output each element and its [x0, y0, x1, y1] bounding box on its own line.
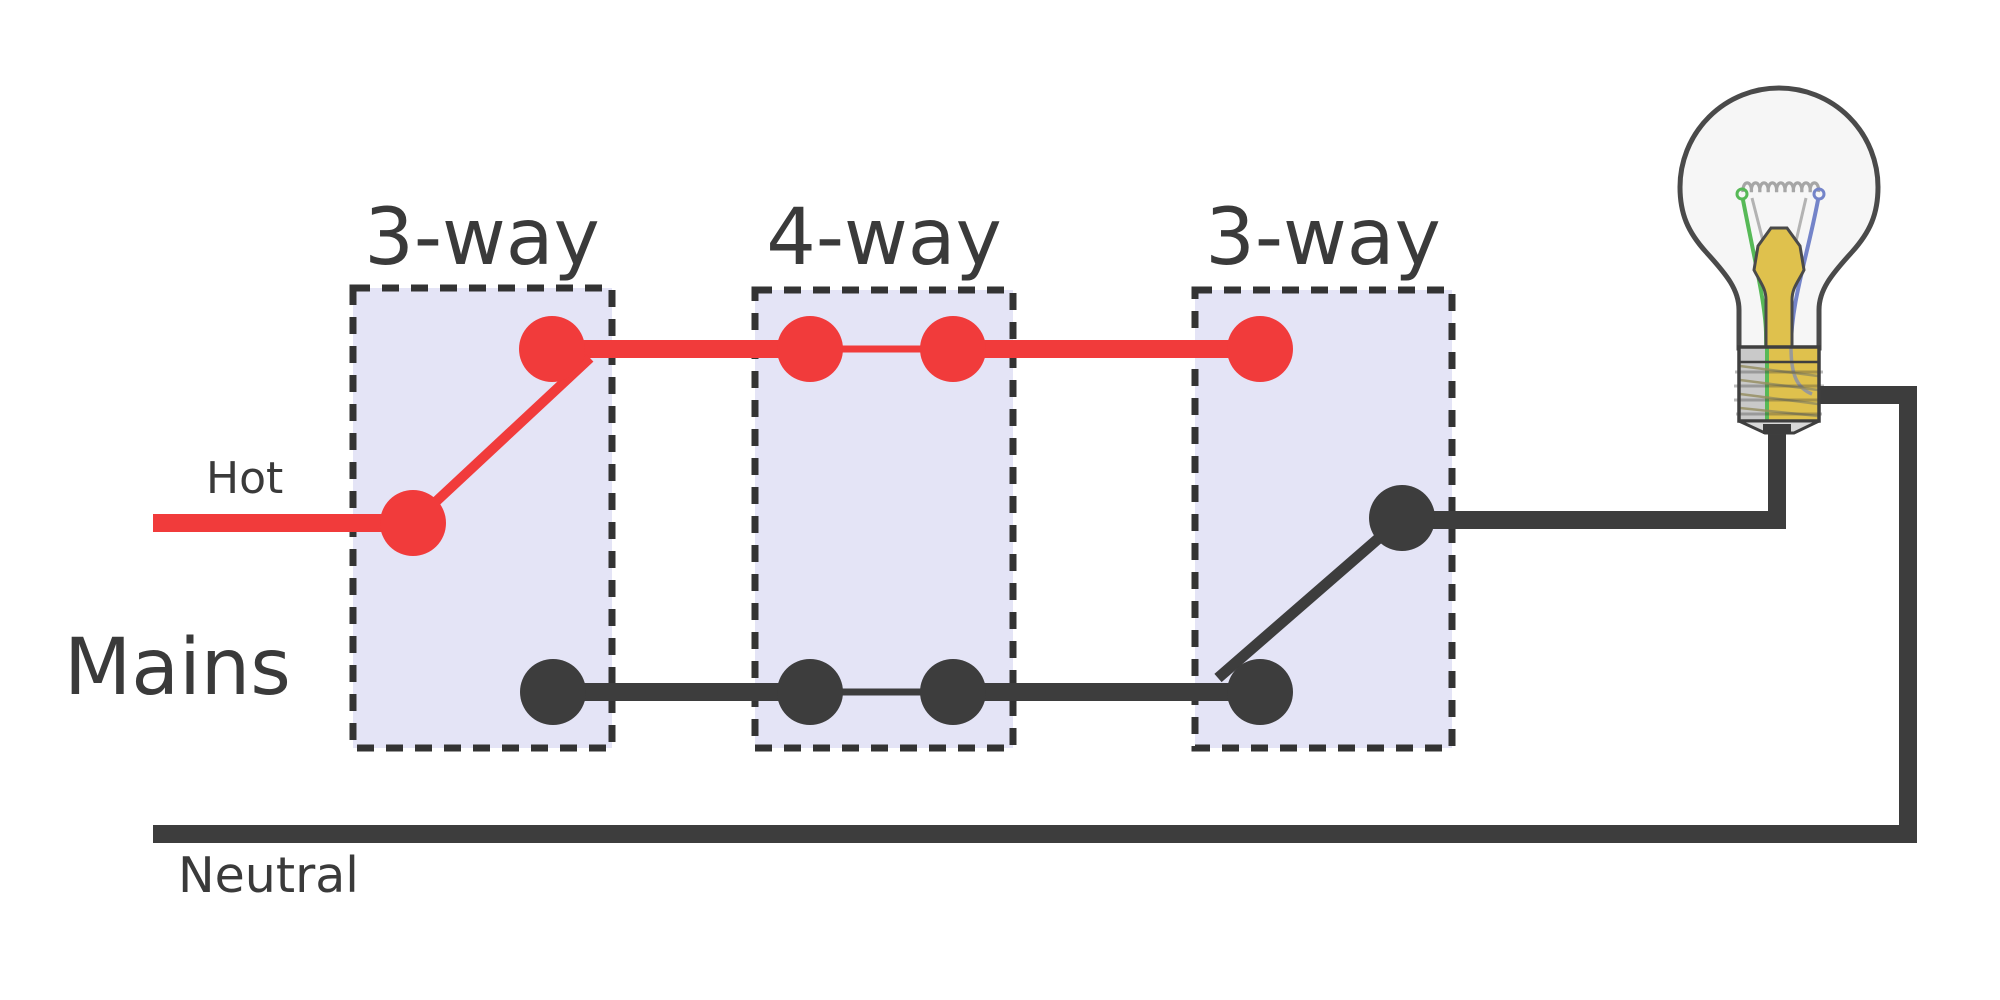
base-threads: [1739, 364, 1819, 418]
filament-end-blue: [1812, 187, 1826, 201]
switch-label-1: 3-way: [364, 193, 600, 283]
terminal-sw1-traveler-top: [519, 316, 585, 382]
switch3-blade: [1214, 513, 1406, 683]
hot-label: Hot: [206, 453, 284, 504]
base-bottom-contact: [1763, 424, 1791, 434]
filament-end-green: [1735, 187, 1749, 201]
terminal-sw2-top-left: [777, 316, 843, 382]
terminal-sw3-common: [1369, 485, 1435, 551]
terminal-sw2-bottom-left: [777, 659, 843, 725]
terminal-sw3-traveler-top: [1227, 316, 1293, 382]
terminal-sw3-traveler-bottom: [1227, 659, 1293, 725]
neutral-return-wire: [153, 386, 1917, 843]
light-bulb-icon: [1677, 85, 1881, 435]
mains-label: Mains: [64, 623, 291, 713]
bulb-glass: [1677, 85, 1881, 351]
base-ridges: [1734, 370, 1824, 416]
switch-label-2: 4-way: [766, 193, 1002, 283]
terminal-sw1-traveler-bottom: [520, 659, 586, 725]
lamp-feed-wire: [1402, 426, 1786, 529]
switch-label-3: 3-way: [1205, 193, 1441, 283]
terminal-sw2-bottom-right: [920, 659, 986, 725]
terminal-sw1-common: [380, 490, 446, 556]
filament-coil: [1741, 181, 1821, 193]
base-lead-gray: [1789, 346, 1813, 396]
switch1-blade: [409, 354, 594, 527]
neutral-label: Neutral: [178, 847, 359, 904]
terminal-sw2-top-right: [920, 316, 986, 382]
